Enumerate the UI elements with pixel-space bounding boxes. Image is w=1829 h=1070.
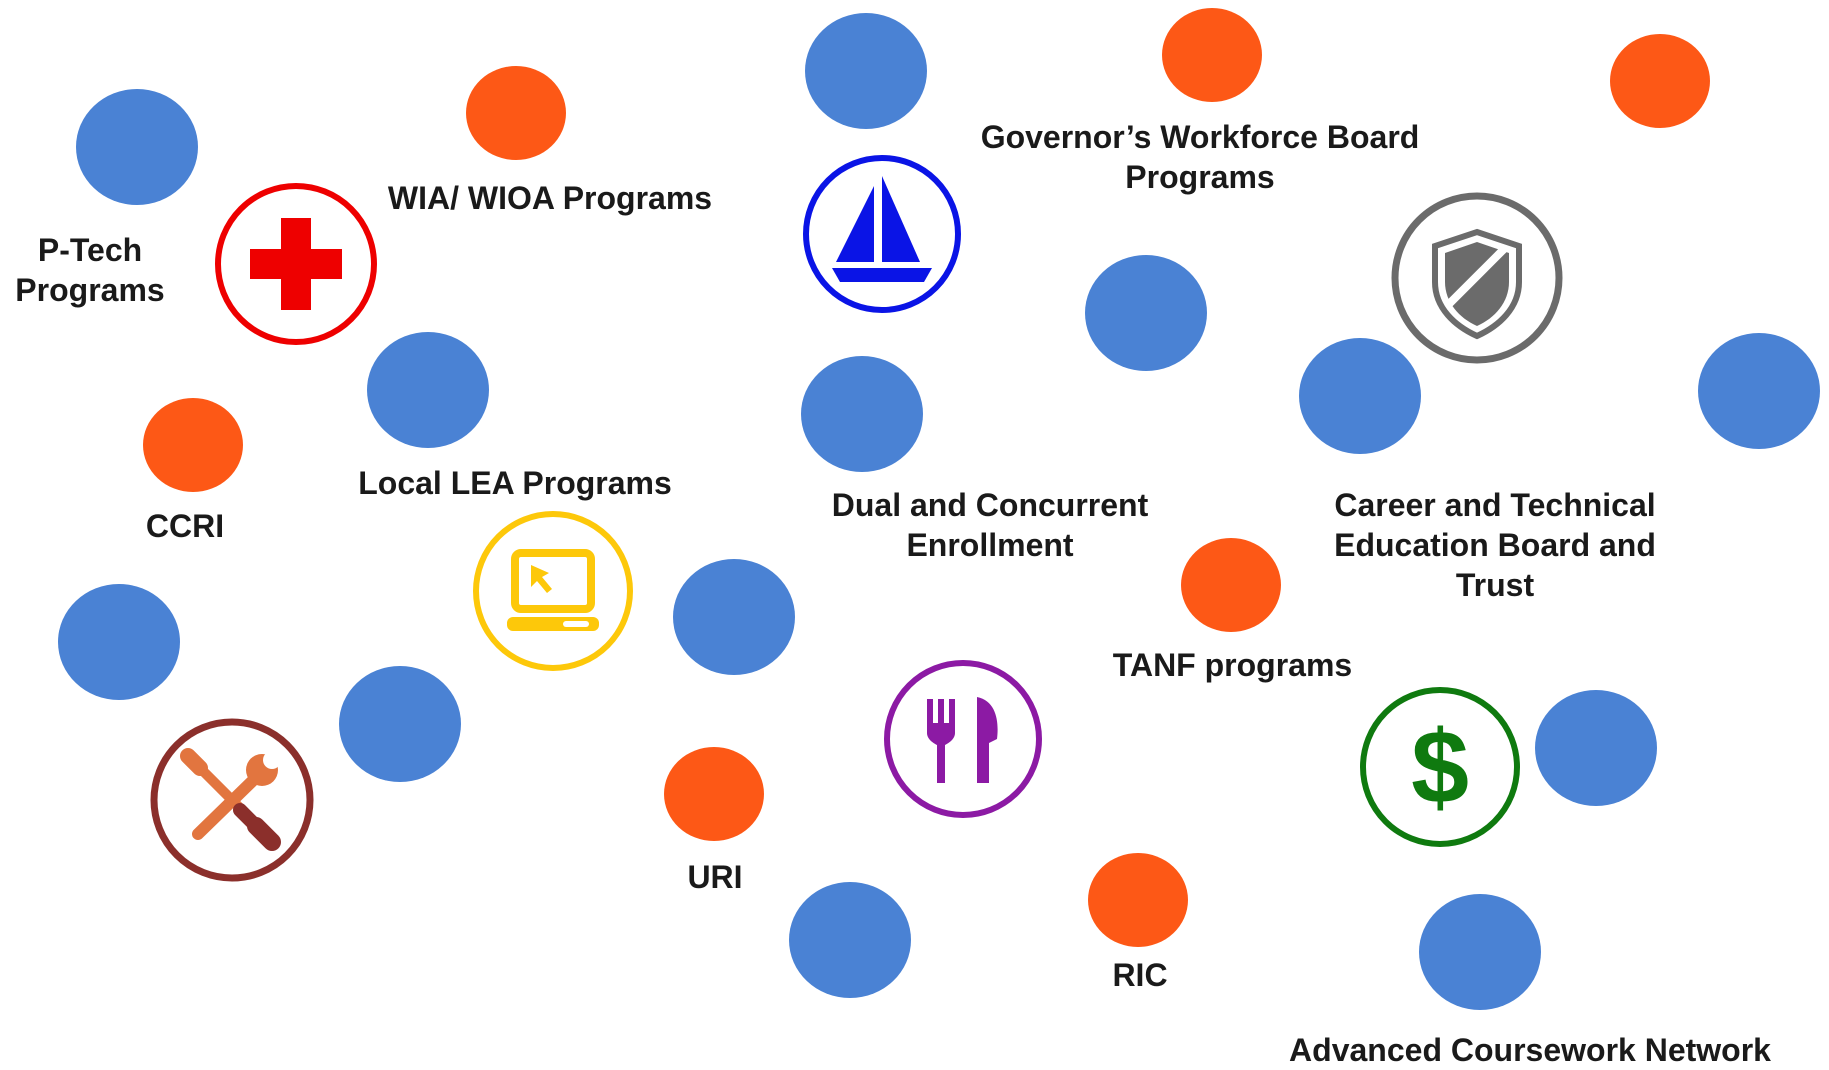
label-ccri: CCRI: [145, 508, 225, 544]
orange-dot: [1088, 853, 1188, 947]
blue-dot: [801, 356, 923, 472]
blue-dot: [58, 584, 180, 700]
label-career-technical: Career and Technical Education Board and…: [1334, 487, 1656, 603]
blue-dot: [789, 882, 911, 998]
label-ptech: P-Tech Programs: [15, 232, 165, 308]
blue-dot: [1299, 338, 1421, 454]
tools-icon: [150, 718, 314, 882]
sailboat-icon: [803, 155, 961, 313]
orange-dots: [143, 8, 1710, 947]
label-advanced-coursework: Advanced Coursework Network: [1289, 1032, 1771, 1068]
blue-dots: [58, 13, 1820, 1010]
label-dual-concurrent: Dual and Concurrent Enrollment: [831, 487, 1149, 563]
orange-dot: [1162, 8, 1262, 102]
label-wia-wioa: WIA/ WIOA Programs: [387, 180, 713, 216]
blue-dot: [1085, 255, 1207, 371]
blue-dot: [339, 666, 461, 782]
orange-dot: [1181, 538, 1281, 632]
blue-dot: [1698, 333, 1820, 449]
blue-dot: [367, 332, 489, 448]
label-governors-workforce-board: Governor’s Workforce Board Programs: [980, 119, 1420, 195]
computer-icon: [473, 511, 633, 671]
fork-knife-icon: [884, 660, 1042, 818]
health-cross-icon: [215, 183, 377, 345]
blue-dot: [76, 89, 198, 205]
label-tanf: TANF programs: [1112, 647, 1353, 683]
label-local-lea: Local LEA Programs: [358, 465, 672, 501]
orange-dot: [143, 398, 243, 492]
label-uri: URI: [687, 859, 743, 895]
blue-dot: [673, 559, 795, 675]
dollar-icon: $: [1360, 687, 1520, 847]
orange-dot: [466, 66, 566, 160]
svg-text:$: $: [1411, 710, 1469, 826]
label-ric: RIC: [1112, 957, 1168, 993]
blue-dot: [1535, 690, 1657, 806]
blue-dot: [1419, 894, 1541, 1010]
blue-dot: [805, 13, 927, 129]
orange-dot: [664, 747, 764, 841]
shield-icon: [1391, 192, 1563, 364]
orange-dot: [1610, 34, 1710, 128]
